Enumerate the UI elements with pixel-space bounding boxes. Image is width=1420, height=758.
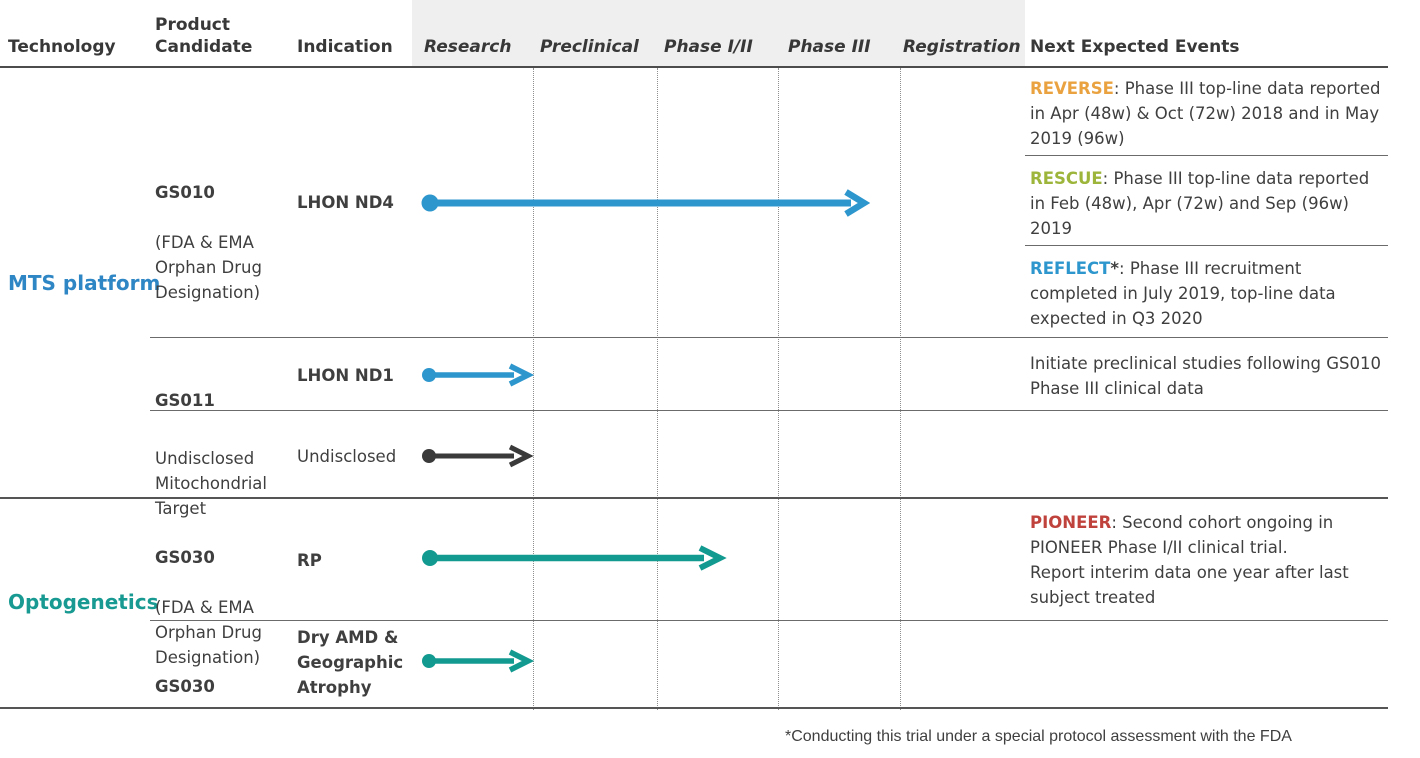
- column-header-preclinical: Preclinical: [540, 37, 639, 57]
- candidate-gs010: GS010 (FDA & EMA Orphan Drug Designation…: [155, 155, 293, 305]
- event-pioneer: PIONEER: Second cohort ongoing in PIONEE…: [1030, 510, 1388, 610]
- candidate-name: GS010: [155, 183, 215, 202]
- column-header-phase-1-2: Phase I/II: [664, 37, 753, 57]
- phase-divider-preclinical-phase12: [657, 68, 658, 710]
- candidate-name: Undisclosed Mitochondrial Target: [155, 449, 268, 518]
- event-text: : Phase III recruitment completed in Jul…: [1030, 259, 1336, 328]
- event-tag-reverse: REVERSE: [1030, 79, 1114, 98]
- column-header-registration: Registration: [903, 37, 1021, 57]
- indication-dry-amd: Dry AMD & Geographic Atrophy: [297, 628, 404, 697]
- section-divider-mts-optogenetics: [0, 497, 1388, 499]
- event-text: Initiate preclinical studies following G…: [1030, 354, 1382, 398]
- phase-divider-phase3-registration: [900, 68, 901, 710]
- event-gs011: Initiate preclinical studies following G…: [1030, 351, 1388, 401]
- section-label-mts-platform: MTS platform: [8, 271, 161, 295]
- progress-arrow-undisclosed: [422, 444, 534, 468]
- candidate-undisclosed: Undisclosed Mitochondrial Target: [155, 421, 297, 521]
- phase-divider-phase12-phase3: [778, 68, 779, 710]
- indication-lhon-nd1: LHON ND1: [297, 366, 394, 385]
- event-tag-pioneer: PIONEER: [1030, 513, 1112, 532]
- candidate-gs030-amd: GS030: [155, 649, 293, 699]
- candidate-note: (FDA & EMA Orphan Drug Designation): [155, 233, 262, 302]
- table-bottom-border: [0, 707, 1388, 709]
- event-reverse: REVERSE: Phase III top-line data reporte…: [1030, 76, 1388, 151]
- candidate-name: GS030: [155, 677, 215, 696]
- event-tag-rescue: RESCUE: [1030, 169, 1103, 188]
- progress-arrow-gs030-rp: [422, 545, 727, 571]
- header-divider: [0, 66, 1388, 68]
- section-label-optogenetics: Optogenetics: [8, 590, 159, 614]
- event-text: : Phase III top-line data reported in Fe…: [1030, 169, 1370, 238]
- event-tag-asterisk: *: [1110, 259, 1120, 278]
- candidate-gs011: GS011: [155, 363, 293, 413]
- column-header-product-candidate: Product Candidate: [155, 15, 253, 57]
- candidate-name: GS030: [155, 548, 215, 567]
- progress-arrow-gs010: [421, 189, 871, 217]
- candidate-gs030-rp: GS030 (FDA & EMA Orphan Drug Designation…: [155, 520, 293, 670]
- event-reflect: REFLECT*: Phase III recruitment complete…: [1030, 256, 1388, 331]
- column-header-research: Research: [424, 37, 512, 57]
- event-text: : Second cohort ongoing in PIONEER Phase…: [1030, 513, 1349, 607]
- progress-arrow-gs030-amd: [422, 649, 535, 673]
- progress-arrow-gs011: [422, 363, 535, 387]
- indication-rp: RP: [297, 551, 322, 570]
- column-header-indication: Indication: [297, 37, 393, 57]
- column-header-next-expected-events: Next Expected Events: [1030, 37, 1240, 57]
- candidate-name: GS011: [155, 391, 215, 410]
- indication-lhon-nd4: LHON ND4: [297, 193, 394, 212]
- footnote: *Conducting this trial under a special p…: [785, 728, 1292, 745]
- phase-divider-research-preclinical: [533, 68, 534, 710]
- events-divider-2: [1025, 245, 1388, 246]
- phase-columns-background: [412, 0, 1025, 67]
- column-header-technology: Technology: [8, 37, 116, 57]
- event-tag-reflect: REFLECT: [1030, 259, 1111, 278]
- row-divider-gs010-gs011: [150, 337, 1388, 338]
- row-divider-rp-amd: [150, 620, 1388, 621]
- row-divider-gs011-undisclosed: [150, 410, 1388, 411]
- column-header-phase-3: Phase III: [788, 37, 871, 57]
- event-text: : Phase III top-line data reported in Ap…: [1030, 79, 1381, 148]
- event-rescue: RESCUE: Phase III top-line data reported…: [1030, 166, 1388, 241]
- events-divider-1: [1025, 155, 1388, 156]
- indication-undisclosed: Undisclosed: [297, 447, 397, 466]
- candidate-note: (FDA & EMA Orphan Drug Designation): [155, 598, 262, 667]
